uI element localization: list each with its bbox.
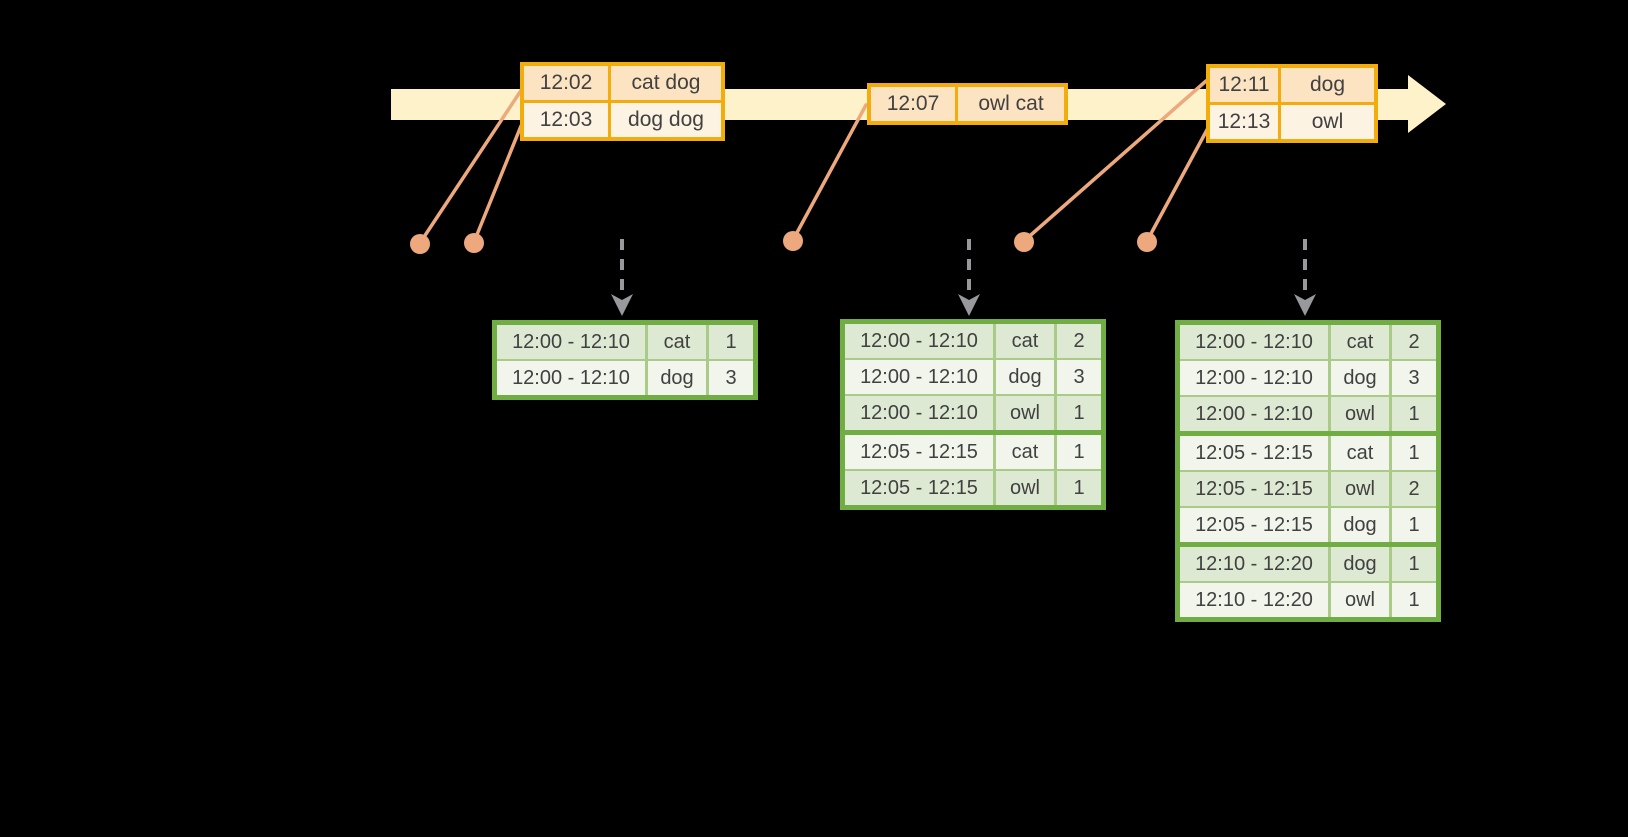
count-cell: 1: [1389, 397, 1436, 431]
word-cell: dog: [1328, 508, 1389, 542]
window-cell: 12:10 - 12:20: [1180, 583, 1328, 617]
connector-line-1: [418, 87, 524, 245]
count-cell: 1: [1389, 436, 1436, 470]
connector-line-5: [1145, 126, 1210, 243]
word-cell: cat: [993, 435, 1054, 469]
word-cell: cat: [993, 324, 1054, 358]
count-cell: 1: [1054, 471, 1101, 505]
event-words-cell: dog dog: [611, 103, 721, 137]
window-cell: 12:00 - 12:10: [845, 396, 993, 430]
connector-line-3: [791, 103, 868, 242]
connector-line-4: [1022, 79, 1208, 243]
event-words-cell: owl: [1281, 105, 1374, 139]
event-dot-1: [410, 234, 430, 254]
event-time-cell: 12:11: [1210, 68, 1278, 102]
window-cell: 12:05 - 12:15: [1180, 472, 1328, 506]
word-cell: owl: [1328, 472, 1389, 506]
down-arrowhead-icon-2: [958, 294, 980, 316]
window-cell: 12:00 - 12:10: [845, 360, 993, 394]
word-cell: dog: [645, 361, 706, 395]
count-cell: 3: [706, 361, 753, 395]
window-cell: 12:00 - 12:10: [497, 325, 645, 359]
count-cell: 2: [1054, 324, 1101, 358]
event-time-cell: 12:13: [1210, 105, 1278, 139]
event-dot-2: [464, 233, 484, 253]
count-cell: 1: [1389, 547, 1436, 581]
word-cell: cat: [1328, 436, 1389, 470]
event-dots: [410, 231, 1157, 254]
word-cell: dog: [1328, 361, 1389, 395]
count-cell: 1: [1054, 396, 1101, 430]
word-cell: cat: [645, 325, 706, 359]
down-arrowhead-icon-3: [1294, 294, 1316, 316]
window-cell: 12:00 - 12:10: [1180, 361, 1328, 395]
word-cell: cat: [1328, 325, 1389, 359]
timeline-arrowhead-icon: [1408, 75, 1446, 133]
window-cell: 12:05 - 12:15: [845, 435, 993, 469]
word-cell: owl: [993, 471, 1054, 505]
event-words-cell: cat dog: [611, 66, 721, 100]
count-cell: 3: [1054, 360, 1101, 394]
window-cell: 12:00 - 12:10: [1180, 325, 1328, 359]
down-arrowhead-icon-1: [611, 294, 633, 316]
word-cell: dog: [993, 360, 1054, 394]
window-cell: 12:00 - 12:10: [497, 361, 645, 395]
dashed-down-arrows: [611, 239, 1316, 316]
window-cell: 12:05 - 12:15: [1180, 436, 1328, 470]
window-cell: 12:05 - 12:15: [1180, 508, 1328, 542]
count-cell: 1: [706, 325, 753, 359]
event-dot-5: [1137, 232, 1157, 252]
count-cell: 2: [1389, 472, 1436, 506]
count-cell: 1: [1389, 508, 1436, 542]
word-cell: dog: [1328, 547, 1389, 581]
window-cell: 12:00 - 12:10: [1180, 397, 1328, 431]
count-cell: 3: [1389, 361, 1436, 395]
window-cell: 12:05 - 12:15: [845, 471, 993, 505]
count-cell: 1: [1389, 583, 1436, 617]
event-words-cell: dog: [1281, 68, 1374, 102]
word-cell: owl: [1328, 397, 1389, 431]
window-cell: 12:00 - 12:10: [845, 324, 993, 358]
event-time-cell: 12:07: [871, 87, 955, 121]
event-words-cell: owl cat: [958, 87, 1064, 121]
event-dot-4: [1014, 232, 1034, 252]
connector-lines: [418, 79, 1210, 245]
word-cell: owl: [993, 396, 1054, 430]
word-cell: owl: [1328, 583, 1389, 617]
window-cell: 12:10 - 12:20: [1180, 547, 1328, 581]
connector-line-2: [472, 124, 523, 244]
count-cell: 2: [1389, 325, 1436, 359]
event-time-cell: 12:02: [524, 66, 608, 100]
event-dot-3: [783, 231, 803, 251]
event-time-cell: 12:03: [524, 103, 608, 137]
count-cell: 1: [1054, 435, 1101, 469]
